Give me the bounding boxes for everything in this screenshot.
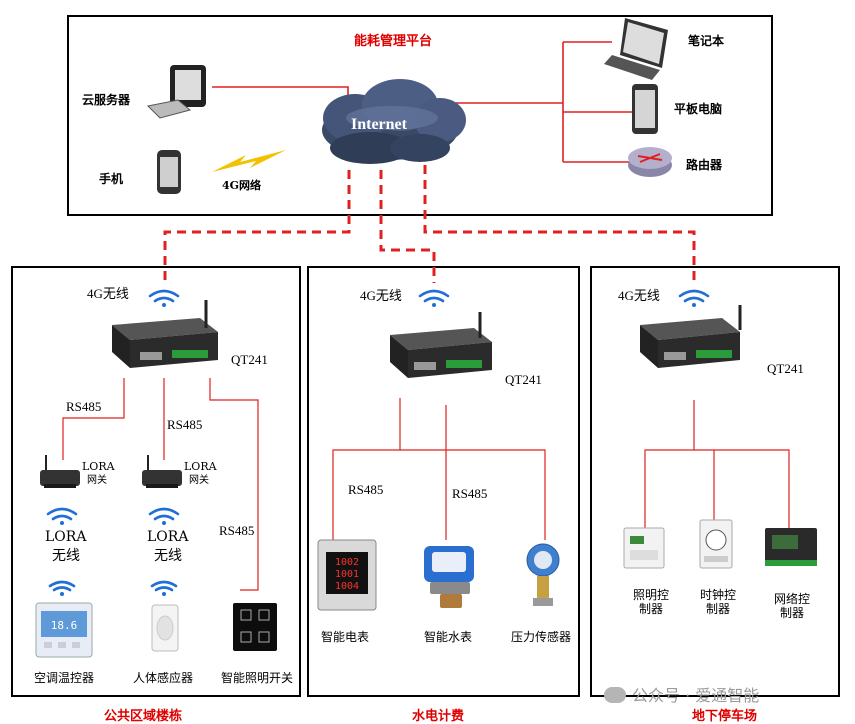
lora-sub-1: 无线 xyxy=(52,548,80,564)
thermostat-device: 18.6 xyxy=(35,602,93,658)
billing-frame xyxy=(307,266,580,697)
rs485-label-2b: RS485 xyxy=(452,486,488,501)
lighting-controller-device xyxy=(623,527,665,569)
device-label-lighting: 照明控 制器 xyxy=(633,588,670,616)
lora-gateway-device-2 xyxy=(142,455,182,488)
lora-sub-2: 无线 xyxy=(154,548,182,564)
platform-frame xyxy=(67,15,773,216)
network-controller-device xyxy=(765,528,817,566)
rs485-label-1a: RS485 xyxy=(66,399,102,414)
lora-label-2: LORA xyxy=(147,529,189,545)
cloud-server-icon xyxy=(146,65,206,119)
meter-reading-2: 1001 xyxy=(335,569,359,580)
lora-gateway-device-1 xyxy=(40,455,80,488)
watermark-text: 公众号 · 爱通智能 xyxy=(632,686,760,705)
lora-gateway-label-2: LORA xyxy=(184,460,217,473)
wechat-icon xyxy=(604,687,626,703)
device-label-network: 网络控 制器 xyxy=(774,592,811,620)
device-label-clock: 时钟控 制器 xyxy=(700,588,737,616)
gateway-device-1 xyxy=(112,300,218,368)
tablet-icon xyxy=(632,84,658,134)
device-label-water: 智能水表 xyxy=(424,630,473,644)
router-icon xyxy=(628,147,672,177)
electric-meter-device: 1002 1001 1004 xyxy=(317,539,377,611)
phone-label: 手机 xyxy=(99,172,124,186)
wireless-label-1: 4G无线 xyxy=(87,286,129,301)
device-label-switch: 智能照明开关 xyxy=(221,671,294,685)
smart-switch-device xyxy=(233,603,277,651)
wifi-icon-2 xyxy=(418,289,450,307)
lora-label-1: LORA xyxy=(45,529,87,545)
device-label-electric: 智能电表 xyxy=(321,630,370,644)
device-label-thermostat: 空调温控器 xyxy=(34,671,95,685)
public-area-frame xyxy=(11,266,301,697)
lora-gateway-sub-1: 网关 xyxy=(87,475,107,486)
pressure-sensor-device xyxy=(526,543,560,606)
internet-cloud-icon xyxy=(322,79,466,164)
lora-gateway-label-1: LORA xyxy=(82,460,115,473)
router-label: 路由器 xyxy=(686,158,723,172)
laptop-icon xyxy=(604,18,668,80)
lora-gateway-sub-2: 网关 xyxy=(189,475,209,486)
rs485-label-1b: RS485 xyxy=(167,417,203,432)
rs485-label-2a: RS485 xyxy=(348,482,384,497)
watermark: 公众号 · 爱通智能 xyxy=(604,682,759,706)
meter-reading-3: 1004 xyxy=(335,581,359,592)
device-label-pressure: 压力传感器 xyxy=(511,630,572,644)
phone-icon xyxy=(157,150,181,194)
wifi-icon-1 xyxy=(148,289,180,307)
motion-sensor-device xyxy=(151,604,179,652)
laptop-label: 笔记本 xyxy=(688,34,725,48)
wireless-label-2: 4G无线 xyxy=(360,288,402,303)
rs485-label-1c: RS485 xyxy=(219,523,255,538)
section-title-parking: 地下停车场 xyxy=(692,709,758,724)
dashed-links xyxy=(163,165,696,283)
gateway-device-2 xyxy=(390,312,492,378)
gateway-device-3 xyxy=(640,305,742,368)
wifi-icon-lora3 xyxy=(48,580,76,596)
gateway-label-2: QT241 xyxy=(505,372,542,387)
wifi-icon-lora4 xyxy=(150,580,178,596)
platform-title: 能耗管理平台 xyxy=(354,34,433,49)
wifi-icons xyxy=(46,289,710,596)
clock-controller-device xyxy=(699,519,733,569)
gateway-label-3: QT241 xyxy=(767,361,804,376)
network-4g-label: 4G网络 xyxy=(222,179,262,192)
wireless-label-3: 4G无线 xyxy=(618,288,660,303)
section-title-public: 公共区域楼栋 xyxy=(104,709,183,724)
section-links xyxy=(62,378,790,591)
gateway-label-1: QT241 xyxy=(231,352,268,367)
section-title-billing: 水电计费 xyxy=(412,709,465,724)
internet-label: Internet xyxy=(351,116,407,133)
device-label-motion: 人体感应器 xyxy=(133,671,194,685)
wifi-icon-lora1 xyxy=(46,507,78,525)
wifi-icon-3 xyxy=(678,289,710,307)
water-meter-device xyxy=(424,546,474,608)
meter-reading-1: 1002 xyxy=(335,557,359,568)
thermostat-reading: 18.6 xyxy=(51,619,78,632)
wifi-icon-lora2 xyxy=(148,507,180,525)
parking-frame xyxy=(590,266,840,697)
cloud-server-label: 云服务器 xyxy=(82,93,131,107)
tablet-label: 平板电脑 xyxy=(674,102,723,116)
lightning-icon xyxy=(212,150,286,172)
